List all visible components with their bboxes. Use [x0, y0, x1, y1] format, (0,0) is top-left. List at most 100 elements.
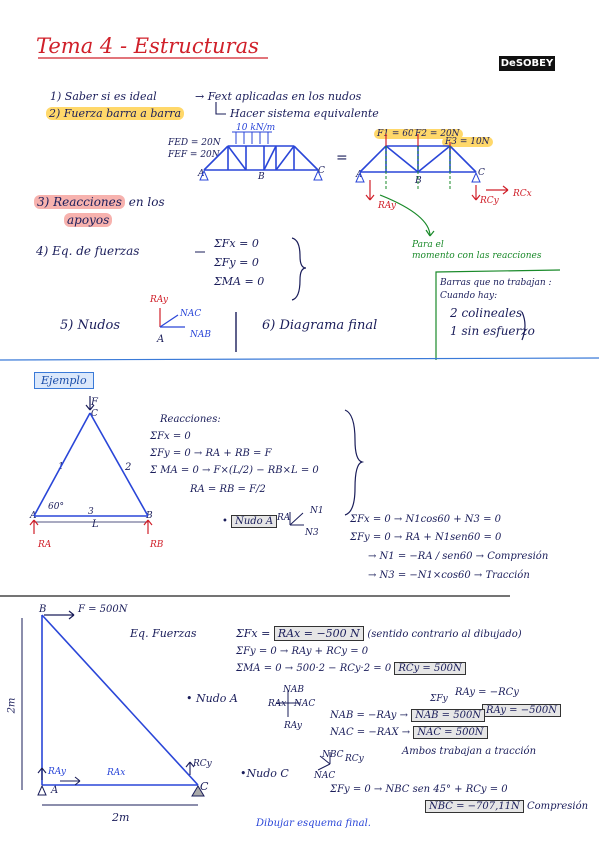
- eq-rcy: RCy: [480, 196, 499, 206]
- eq-ray-arrow: [365, 180, 375, 201]
- ej-nudo-a: • Nudo A: [222, 515, 278, 528]
- ej-b: B: [146, 511, 153, 521]
- barras-cuando: Cuando hay:: [440, 291, 498, 301]
- step-1-arrow: → Fext aplicadas en los nudos: [195, 90, 362, 103]
- ej-eq1: ΣFx = 0: [150, 431, 191, 442]
- ex2-nudo-a-ray: RAy: [284, 721, 302, 731]
- ej-bar3: 3: [88, 507, 94, 517]
- ex2-nudo-a-nab: NAB: [283, 685, 304, 695]
- ej-ra: RA: [38, 540, 52, 550]
- ex2-eq-label: Eq. Fuerzas: [130, 627, 197, 640]
- ex2-c: C: [200, 780, 209, 793]
- ex2-truss: [41, 614, 199, 786]
- eq-rcy-arrow: [471, 185, 481, 201]
- ex2-nac: NAC = −RAX → NAC = 500N: [330, 726, 488, 739]
- eq-brace-top: [291, 237, 307, 301]
- ex2-eq3: ΣMA = 0 → 500·2 − RCy·2 = 0 RCy = 500N: [236, 662, 466, 675]
- ej-n-eq1: ΣFx = 0 → N1cos60 + N3 = 0: [350, 514, 502, 525]
- ej-angle: 60°: [48, 502, 64, 512]
- ex2-nudo-c-nbc: NBC: [322, 750, 344, 760]
- ex2-nudo-c-rcy: RCy: [345, 754, 364, 764]
- ej-nudo-sketch: [289, 512, 304, 526]
- ex2-nudo-a: • Nudo A: [186, 692, 238, 705]
- step-3: 3) Reacciones en los: [34, 195, 165, 209]
- truss-fed: FED = 20N: [168, 138, 221, 148]
- ex2-nudo-a-nac: NAC: [294, 699, 316, 709]
- ex2-eq2: ΣFy = 0 → RAy + RCy = 0: [236, 646, 369, 657]
- eq-load-f3: F3 = 10N: [442, 137, 493, 147]
- ej-rb: RB: [150, 540, 164, 550]
- step-4: 4) Eq. de fuerzas: [36, 244, 140, 258]
- equals-sign: =: [336, 150, 348, 166]
- ex2-eq4: RAy = −RCy: [455, 687, 519, 698]
- eq-fy: ΣFy = 0: [214, 256, 259, 269]
- top-support-a: [199, 169, 209, 181]
- ejemplo-tag: Ejemplo: [34, 372, 94, 389]
- ex2-a: A: [51, 785, 59, 796]
- barras-colineales: 2 colineales: [450, 306, 523, 320]
- ex2-ambos: Ambos trabajan a tracción: [402, 746, 537, 757]
- ej-nudo-n3: N3: [305, 528, 319, 538]
- top-support-c: [313, 169, 323, 181]
- ex2-ray: RAy: [48, 767, 66, 777]
- ej-eq4: RA = RB = F/2: [190, 484, 266, 495]
- ej-brace: [344, 409, 365, 516]
- ex2-dibujar: Dibujar esquema final.: [256, 818, 371, 829]
- brand-logo: DeSOBEY: [499, 56, 555, 71]
- ex2-rcy: RCy: [193, 759, 212, 769]
- step-3-line2: apoyos: [64, 213, 113, 227]
- ex2-nudo-c-nac: NAC: [314, 771, 336, 781]
- truss-load-label: 10 kN/m: [236, 123, 276, 133]
- ex2-eq4-sub: ΣFy: [430, 694, 448, 704]
- eq-load-f2: F2 = 20N: [412, 129, 463, 139]
- ej-nudo-ra: RA: [277, 513, 291, 523]
- ej-L: L: [92, 519, 99, 530]
- node-nac-label: NAC: [180, 309, 202, 319]
- top-truss: [203, 145, 319, 171]
- ex2-nudo-c-sketch: [317, 752, 331, 771]
- step1-hook-arrow: [215, 102, 226, 115]
- truss-c: C: [318, 166, 325, 176]
- node-ray-label: RAy: [150, 295, 168, 305]
- barras-box-border: [435, 269, 561, 360]
- ej-a: A: [30, 511, 37, 521]
- ej-f-arrow: [85, 396, 95, 411]
- step-1: 1) Saber si es ideal: [50, 90, 157, 103]
- ex2-nudo-c: •Nudo C: [240, 767, 289, 780]
- node-top-sketch: [159, 308, 185, 328]
- ej-eq3: Σ MA = 0 → F×(L/2) − RB×L = 0: [150, 465, 319, 476]
- moment-arrow: [379, 194, 435, 237]
- ej-bar2: 2: [125, 462, 132, 473]
- page-title: Tema 4 - Estructuras: [36, 34, 259, 58]
- top-truss-load: [232, 131, 272, 144]
- ej-n-eq3: → N1 = −RA / sen60 → Compresión: [368, 551, 549, 562]
- ex2-dim-h: 2m: [112, 811, 130, 824]
- eq-truss-dashes: [385, 146, 451, 190]
- ex2-nudo-a-sketch: [276, 690, 300, 717]
- eq-rcx: RCx: [513, 189, 532, 199]
- ej-nudo-n1: N1: [310, 506, 324, 516]
- step-2: 2) Fuerza barra a barra: [46, 107, 185, 120]
- barras-title: Barras que no trabajan :: [440, 278, 552, 288]
- truss-fef: FEF = 20N: [168, 150, 220, 160]
- eq-ray: RAy: [378, 201, 396, 211]
- section-separator: [0, 357, 599, 361]
- eq-truss-c: C: [478, 168, 485, 178]
- ex2-f-arrow: [44, 610, 75, 620]
- ej-ra-arrow: [29, 519, 39, 534]
- truss-b: B: [258, 172, 265, 182]
- moment-note-2: momento con las reacciones: [412, 251, 542, 261]
- ej-n-eq2: ΣFy = 0 → RA + N1sen60 = 0: [350, 532, 502, 543]
- step-5: 5) Nudos: [60, 318, 121, 333]
- ej-f: F: [91, 397, 98, 408]
- ex2-eq1: ΣFx = RAx = −500 N (sentido contrario al…: [236, 626, 522, 641]
- moment-note-1: Para el: [412, 240, 444, 250]
- node-nab-label: NAB: [190, 330, 211, 340]
- ex2-f: F = 500N: [78, 604, 128, 615]
- ex2-nab: NAB = −RAy → NAB = 500N: [330, 709, 486, 722]
- ej-eq2: ΣFy = 0 → RA + RB = F: [150, 448, 272, 459]
- ejemplo-truss: [33, 412, 149, 517]
- ex2-c-result: NBC = −707,11N Compresión: [425, 800, 588, 813]
- ex2-rax: RAx: [107, 768, 126, 778]
